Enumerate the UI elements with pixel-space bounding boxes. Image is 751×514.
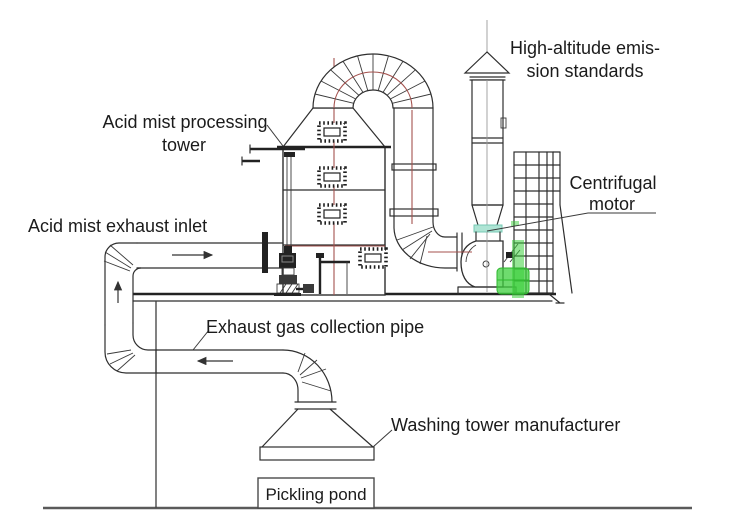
leader-washing-tower — [372, 429, 393, 448]
label-centrifugal-2: motor — [589, 194, 635, 214]
capture-hood — [259, 408, 375, 461]
label-collection-pipe: Exhaust gas collection pipe — [206, 317, 424, 337]
leader-collection-pipe — [192, 329, 210, 351]
inlet-duct — [103, 232, 284, 374]
motor-body — [496, 267, 530, 295]
pickling-pond-label: Pickling pond — [265, 485, 366, 504]
label-exhaust-inlet: Acid mist exhaust inlet — [28, 216, 207, 236]
centrifugal-fan — [393, 216, 521, 295]
stack-latch — [500, 117, 507, 129]
inspection-hatch — [317, 166, 347, 188]
spray-piping — [241, 144, 305, 250]
frame-brace — [559, 204, 573, 294]
label-emission-1: High-altitude emis- — [510, 38, 660, 58]
pickling-pond: Pickling pond — [257, 477, 375, 509]
label-washing-tower: Washing tower manufacturer — [391, 415, 620, 435]
labels: Acid mist processing tower High-altitude… — [28, 38, 660, 435]
label-processing-tower-2: tower — [162, 135, 206, 155]
label-centrifugal-1: Centrifugal — [569, 173, 656, 193]
processing-tower — [241, 58, 391, 296]
circulation-pump — [274, 246, 350, 296]
motor-highlight — [496, 221, 530, 298]
inspection-hatch — [317, 121, 347, 143]
fan-drop-duct — [389, 107, 439, 224]
exhaust-stack — [463, 20, 511, 233]
inspection-hatch — [317, 203, 347, 225]
label-emission-2: sion standards — [526, 61, 643, 81]
top-bend-duct — [312, 53, 434, 109]
leader-centrifugal-motor — [486, 212, 656, 232]
leader-lines — [192, 124, 656, 448]
leader-processing-tower — [266, 124, 284, 147]
collection-duct — [155, 349, 337, 410]
stack-taper — [471, 204, 504, 226]
inlet-flange — [262, 232, 268, 273]
inspection-hatch — [358, 247, 388, 269]
rain-cap — [463, 51, 511, 74]
label-processing-tower-1: Acid mist processing — [102, 112, 267, 132]
